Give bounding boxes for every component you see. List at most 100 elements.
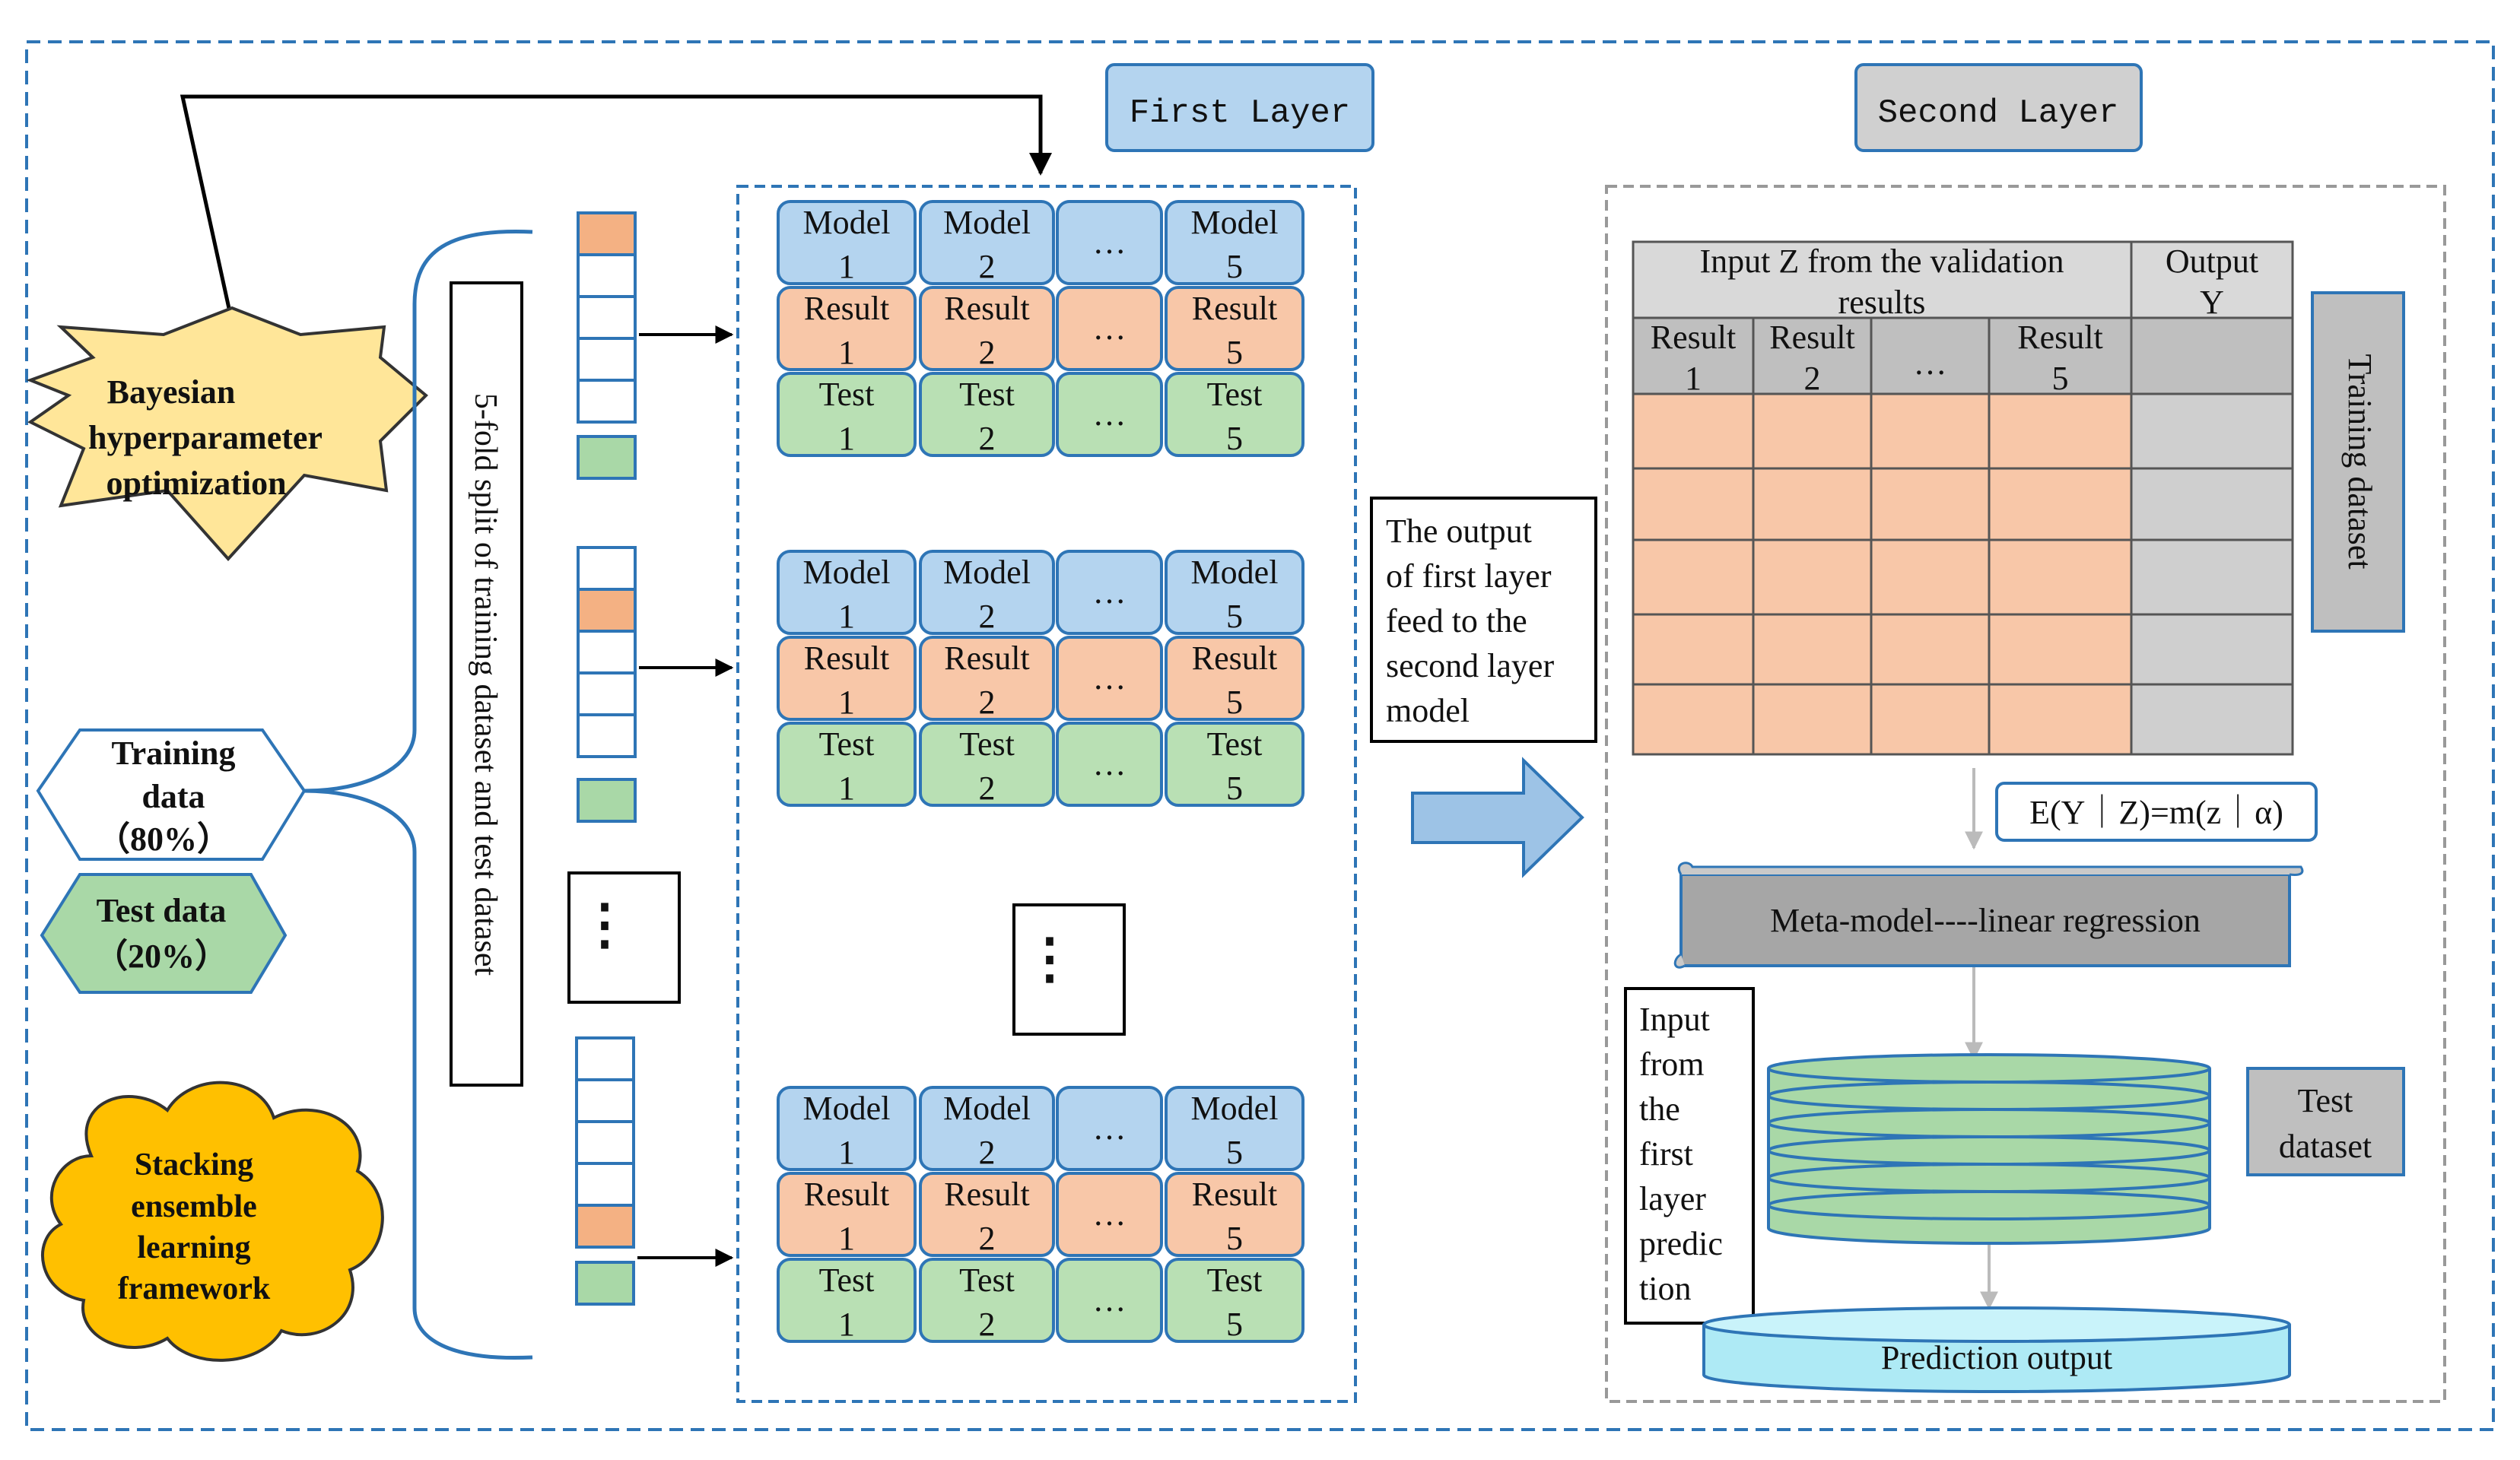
training-fold-segment	[577, 337, 637, 382]
cell-number: 2	[979, 684, 996, 721]
disk-layer	[1767, 1190, 2211, 1220]
test-cell: …	[1056, 722, 1163, 807]
disk-layer	[1767, 1163, 2211, 1193]
training-fold-segment	[575, 1162, 635, 1207]
model-grid-2: Model1Model2…Model5Result1Result2…Result…	[777, 550, 1304, 807]
disk-layer	[1767, 1081, 2211, 1111]
cell-number: 5	[1226, 598, 1243, 635]
training-fold-segment	[577, 546, 637, 591]
bayesian-line1: Bayesian	[107, 373, 236, 411]
meta-result-cell	[1988, 538, 2133, 616]
cell-label: Test	[819, 725, 875, 763]
meta-output-cell	[2130, 538, 2294, 616]
cell-label: Model	[943, 1090, 1031, 1127]
cell-number: 1	[838, 598, 855, 635]
cell-number: 1	[838, 1306, 855, 1343]
stacking-line4: framework	[118, 1271, 271, 1306]
training-fold-segment	[577, 630, 637, 674]
cell-label: Test	[959, 1262, 1015, 1299]
cell-ellipsis: …	[1093, 224, 1127, 261]
fold-columns	[575, 211, 734, 1306]
cell-label: Test	[959, 725, 1015, 763]
cell-number: 1	[838, 248, 855, 285]
training-fold-segment	[577, 671, 637, 716]
cell-number: 5	[1226, 420, 1243, 457]
training-dataset-label: Training dataset	[2311, 291, 2405, 633]
input-first-line5: layer	[1639, 1180, 1706, 1217]
output-feed-box: The output of first layer feed to the se…	[1370, 497, 1597, 743]
second-layer-frame	[1605, 185, 2446, 1403]
test-cell: Test 5	[1165, 372, 1304, 457]
meta-result-cell	[1988, 392, 2133, 470]
cell-number: 5	[1226, 770, 1243, 807]
meta-header-ellipsis: …	[1914, 344, 1947, 382]
output-feed-line5: model	[1386, 692, 1470, 729]
fold-split-label: 5-fold split of training dataset and tes…	[450, 281, 523, 1087]
cell-label: Model	[943, 204, 1031, 241]
cell-label: Model	[803, 554, 891, 591]
fold-split-text: 5-fold split of training dataset and tes…	[468, 393, 503, 976]
meta-data-row	[1632, 613, 2294, 686]
first-layer-text: First Layer	[1130, 94, 1350, 132]
cell-label: Result	[804, 640, 889, 677]
meta-header-number: 1	[1685, 360, 1702, 397]
input-first-line2: from	[1639, 1046, 1705, 1083]
cell-number: 5	[1226, 334, 1243, 371]
cell-ellipsis: …	[1093, 309, 1127, 347]
disk-layer	[1767, 1108, 2211, 1138]
output-feed-line2: of first layer	[1386, 557, 1552, 595]
formula-box: E(Y｜Z)=m(z｜α)	[1995, 782, 2318, 842]
meta-result-cell	[1752, 392, 1873, 470]
meta-result-cell	[1752, 467, 1873, 541]
test-data-line2: （20%）	[94, 938, 228, 975]
meta-header-output-cell	[2130, 316, 2294, 395]
cell-label: Result	[944, 640, 1029, 677]
cell-number: 2	[979, 1306, 996, 1343]
model-cell: Model 1	[777, 550, 917, 635]
meta-result-cell	[1752, 683, 1873, 756]
meta-result-cell	[1988, 613, 2133, 686]
cell-number: 1	[838, 334, 855, 371]
bayesian-line3: optimization	[106, 465, 286, 502]
cell-number: 1	[838, 1134, 855, 1171]
cell-label: Test	[1207, 376, 1263, 413]
meta-result-cell	[1988, 467, 2133, 541]
cell-label: Result	[1192, 290, 1277, 327]
test-data-hexagon: Test data （20%）	[40, 873, 288, 994]
fold-column-1	[577, 211, 734, 480]
model-grid-1: Model1Model2…Model5Result1Result2…Result…	[777, 200, 1304, 457]
cell-number: 2	[979, 420, 996, 457]
cell-ellipsis: …	[1093, 1281, 1127, 1319]
meta-model-text: Meta-model----linear regression	[1770, 902, 2201, 939]
meta-result-cell	[1870, 392, 1991, 470]
meta-data-row	[1632, 683, 2294, 756]
bayesian-line2: hyperparameter	[88, 419, 323, 456]
cell-ellipsis: …	[1093, 1109, 1127, 1147]
model-cell: …	[1056, 550, 1163, 635]
test-fold-segment	[577, 435, 637, 480]
fold-column-2	[577, 546, 734, 823]
cell-label: Result	[944, 290, 1029, 327]
cell-label: Result	[804, 1176, 889, 1213]
training-fold-segment	[577, 379, 637, 424]
training-fold-segment	[575, 1036, 635, 1081]
meta-result-cell	[1752, 613, 1873, 686]
validation-fold-segment	[577, 211, 637, 256]
meta-result-cell	[1870, 467, 1991, 541]
split-brace	[303, 229, 533, 1360]
